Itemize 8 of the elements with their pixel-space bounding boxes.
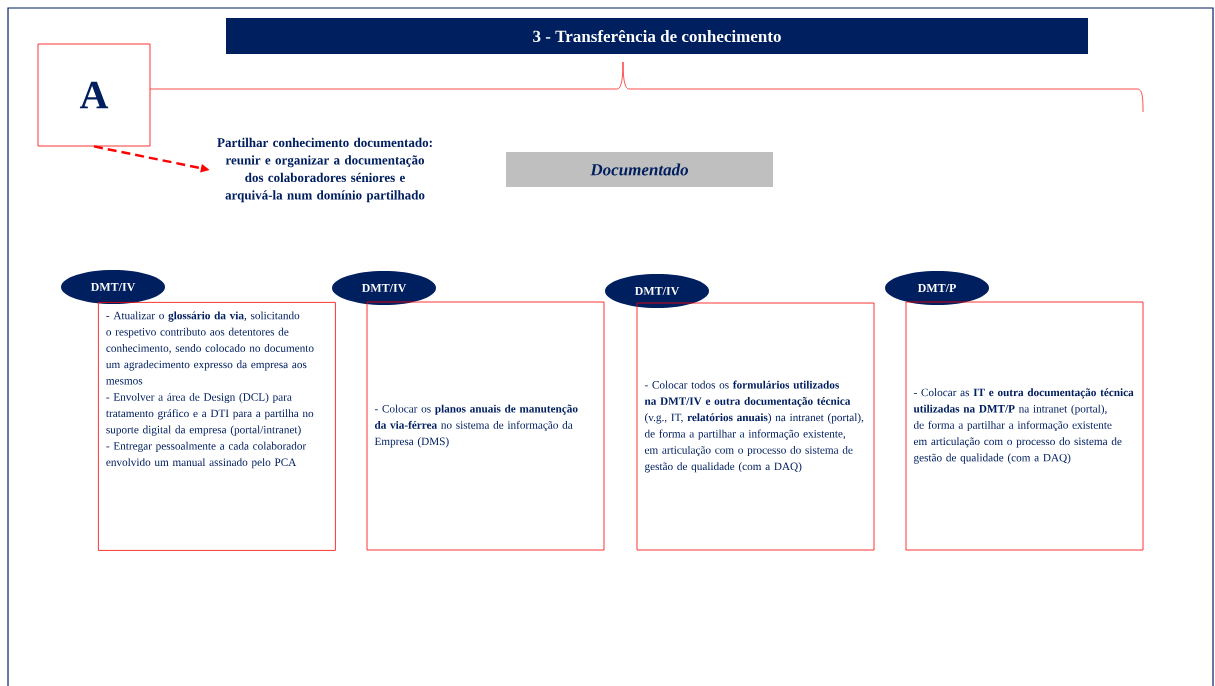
description-text: Partilhar conhecimento documentado: reunir e organizar a documentação dos colaboradores séniores e arquivá-la num domínio partilhado xyxy=(217,137,432,203)
title-bar: 3 - Transferência de conhecimento xyxy=(226,18,1088,54)
letter-box: A xyxy=(37,43,151,147)
action-box: - Atualizar o glossário da via, solicitando o respetivo contributo aos detentores de conhecimento, sendo colocado no documento um agradecimento expresso da empresa aos mesmos - Envolver a área de Design (DCL) para tratamento gráfico e a DTI para a partilha no suporte digital da empresa (portal/intranet) - Entregar pessoalmente a cada colaborador envolvido um manual assinado pelo PCA xyxy=(98,302,336,551)
action-box: - Colocar os planos anuais de manutenção da via-férrea no sistema de informação da Empresa (DMS) xyxy=(366,301,605,551)
action-box: - Colocar as IT e outra documentação técnica utilizadas na DMT/P na intranet (portal), de forma a partilhar a informação existente em articulação com o processo do sistema de gestão de qualidade (com a DAQ) xyxy=(905,301,1144,551)
action-box: - Colocar todos os formulários utilizados na DMT/IV e outra documentação técnica (v.g., IT, relatórios anuais) na intranet (portal), de forma a partilhar a informação existente, em articulação com o processo do sistema de gestão de qualidade (com a DAQ) xyxy=(636,302,875,551)
section-band: Documentado xyxy=(506,152,773,187)
